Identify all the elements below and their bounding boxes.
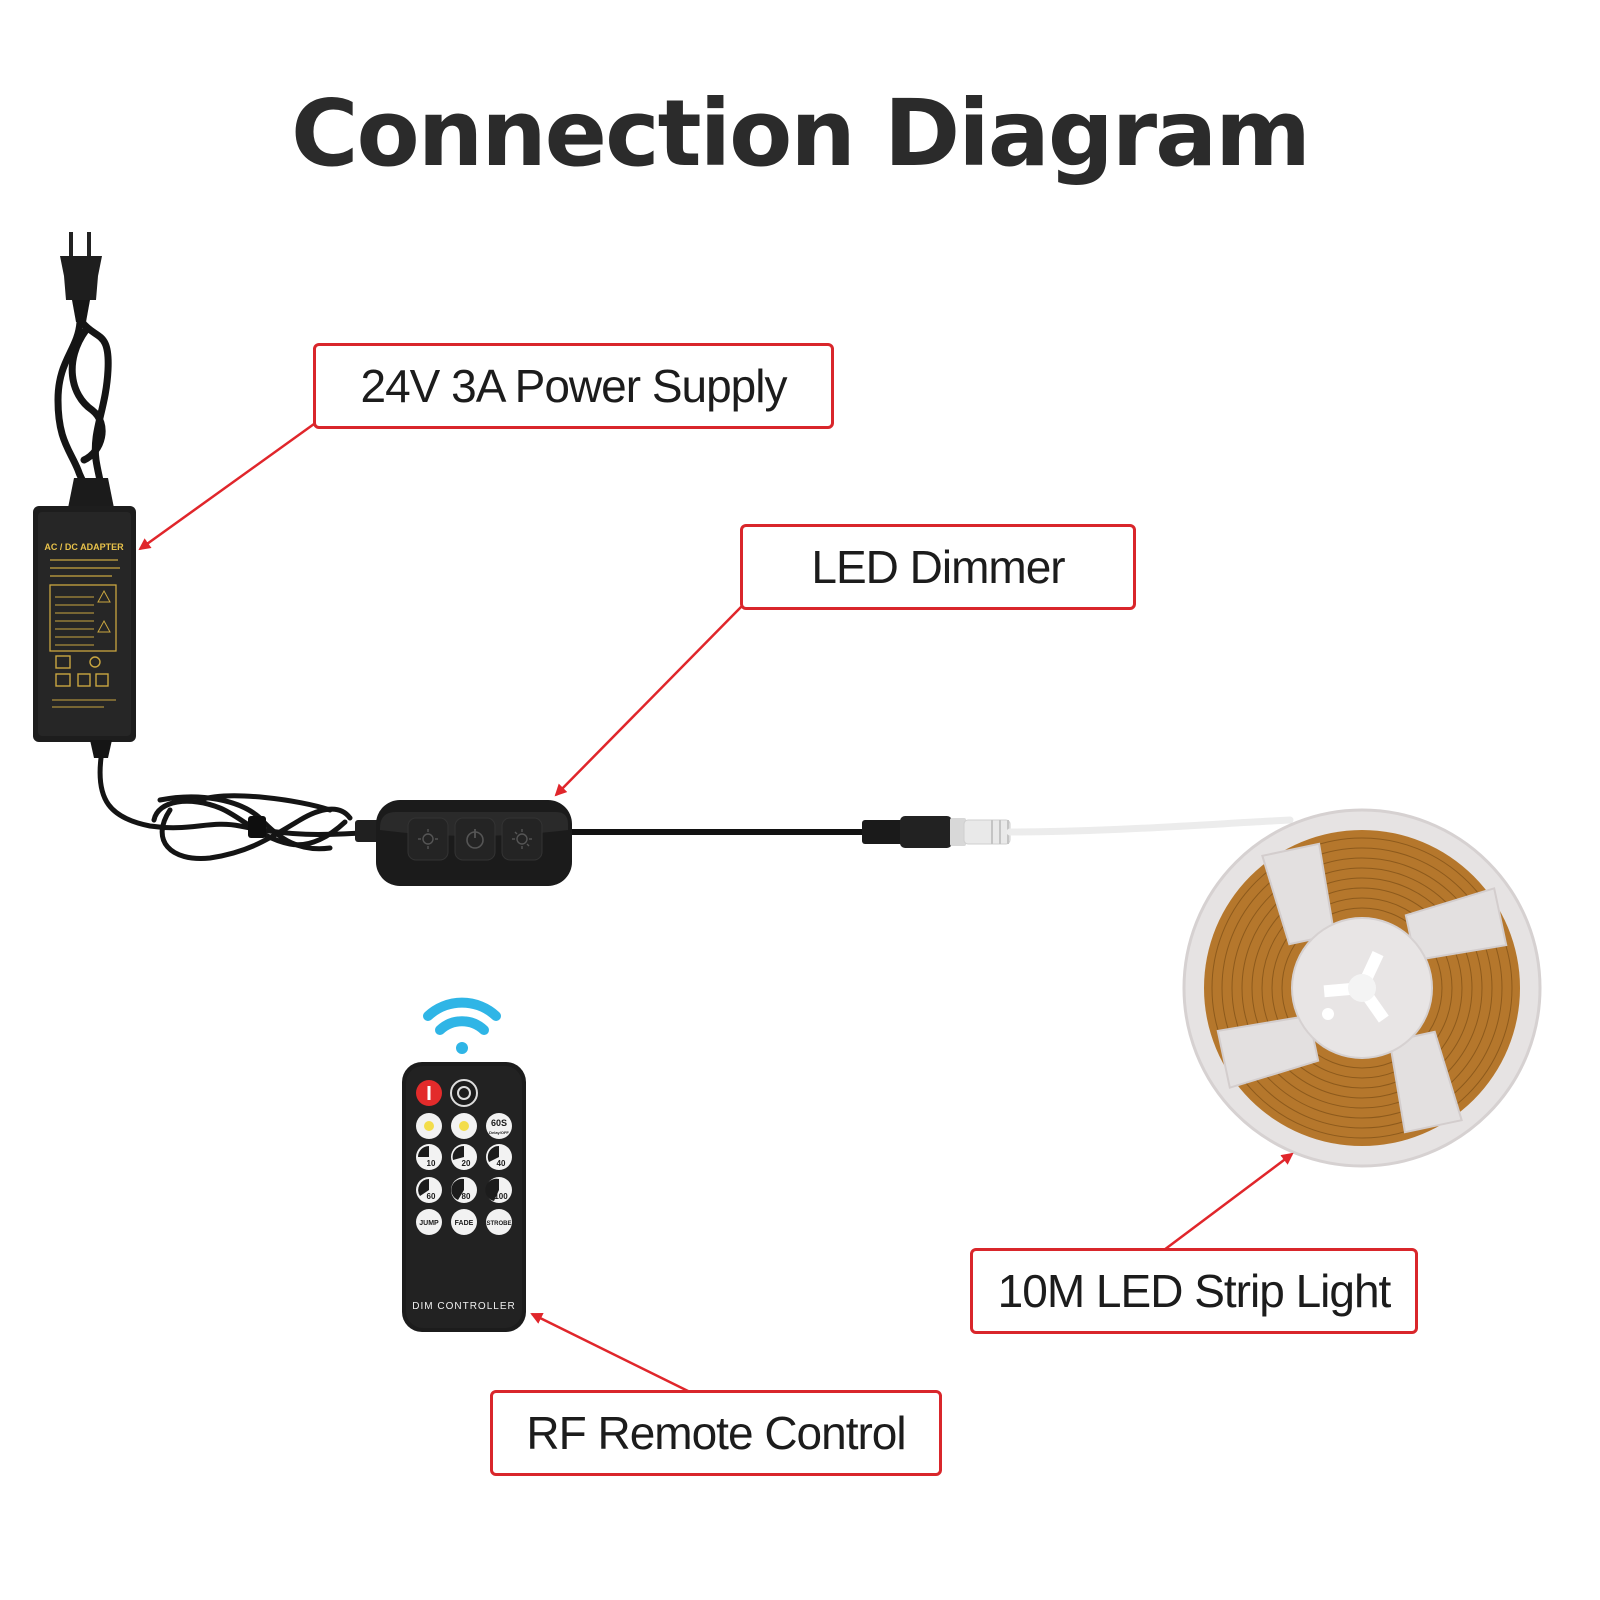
level-10-label: 10	[427, 1159, 436, 1168]
power-plug	[60, 232, 102, 322]
callout-arrows	[138, 422, 1294, 1394]
remote-level-100-button[interactable]: 100	[485, 1177, 512, 1203]
led-dimmer[interactable]	[376, 800, 572, 886]
brightness-down-button[interactable]	[407, 817, 449, 861]
rf-remote: 60S Delay/OFF 10 20 40 60 80	[402, 1062, 526, 1332]
dimmer-input-plug	[355, 820, 381, 842]
dimmer-power-button[interactable]	[454, 817, 496, 861]
level-60-label: 60	[427, 1192, 436, 1201]
power-adapter: AC / DC ADAPTER	[33, 506, 136, 742]
remote-level-10-button[interactable]: 10	[416, 1144, 442, 1170]
timer-label: 60S	[491, 1118, 507, 1128]
remote-jump-button[interactable]: JUMP	[416, 1209, 442, 1235]
label-power-supply: 24V 3A Power Supply	[313, 343, 834, 429]
timer-sub-label: Delay/OFF	[489, 1130, 509, 1135]
level-40-label: 40	[497, 1159, 506, 1168]
label-rf-remote: RF Remote Control	[490, 1390, 942, 1476]
dc-male-connector	[950, 818, 1011, 846]
arrow-remote	[530, 1312, 691, 1394]
remote-power-on-button[interactable]	[416, 1080, 442, 1106]
adapter-heading: AC / DC ADAPTER	[44, 542, 124, 552]
brightness-up-button[interactable]	[501, 817, 543, 861]
label-led-strip: 10M LED Strip Light	[970, 1248, 1418, 1334]
adapter-cord-boot	[68, 478, 114, 508]
remote-bright-light-button[interactable]	[451, 1113, 477, 1139]
strobe-label: STROBE	[486, 1221, 511, 1227]
remote-level-80-button[interactable]: 80	[451, 1177, 477, 1203]
wifi-signal-icon	[423, 997, 501, 1054]
level-80-label: 80	[462, 1192, 471, 1201]
remote-fade-button[interactable]: FADE	[451, 1209, 477, 1235]
label-led-dimmer: LED Dimmer	[740, 524, 1136, 610]
adapter-dc-boot	[90, 740, 112, 758]
remote-strobe-button[interactable]: STROBE	[486, 1209, 512, 1235]
fade-label: FADE	[455, 1220, 474, 1227]
remote-caption: DIM CONTROLLER	[412, 1301, 515, 1312]
strip-lead-wire	[1006, 816, 1294, 836]
arrow-strip	[1163, 1152, 1294, 1251]
dc-cable-coil	[97, 755, 379, 861]
level-100-label: 100	[494, 1192, 508, 1201]
remote-level-20-button[interactable]: 20	[451, 1144, 477, 1170]
ferrite-core	[248, 816, 266, 838]
arrow-dimmer	[554, 605, 743, 797]
page-title: Connection Diagram	[290, 80, 1311, 187]
jump-label: JUMP	[419, 1220, 439, 1227]
arrow-power-supply	[138, 422, 315, 551]
remote-power-off-button[interactable]	[450, 1079, 478, 1107]
remote-timer-button[interactable]: 60S Delay/OFF	[486, 1113, 512, 1139]
level-20-label: 20	[462, 1159, 471, 1168]
remote-warm-light-button[interactable]	[416, 1113, 442, 1139]
power-cord-ac	[54, 318, 112, 509]
remote-level-60-button[interactable]: 60	[416, 1177, 442, 1203]
led-strip-reel	[1182, 808, 1542, 1168]
dc-female-connector	[862, 816, 952, 848]
remote-level-40-button[interactable]: 40	[486, 1144, 512, 1170]
